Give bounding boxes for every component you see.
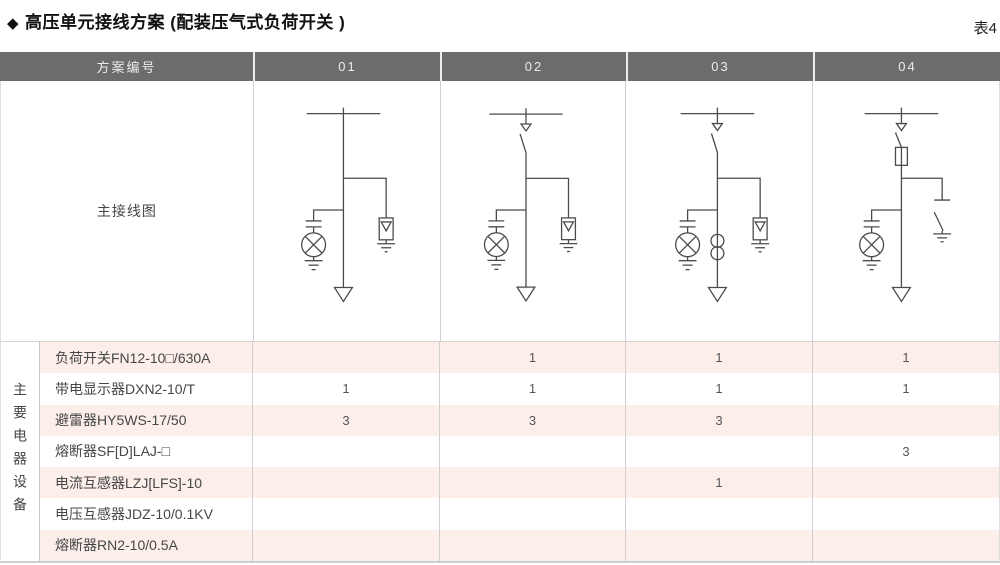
qty-cell: 1 — [625, 373, 812, 405]
busbar-symbol — [681, 107, 755, 115]
voltage-indicator-symbol — [675, 209, 718, 271]
equipment-name: 带电显示器DXN2-10/T — [55, 380, 196, 397]
table-row: 熔断器SF[D]LAJ-□ 3 — [40, 435, 999, 468]
table-row: 负荷开关FN12-10□/630A 1 1 1 — [40, 342, 999, 374]
cable-outgoing-arrow — [707, 286, 728, 303]
equipment-rows: 负荷开关FN12-10□/630A 1 1 1 带电显示器DXN2-10/T 1… — [40, 342, 999, 561]
cable-outgoing-arrow — [333, 286, 354, 303]
table-row: 避雷器HY5WS-17/50 3 3 3 — [40, 404, 999, 436]
fuse-symbol — [895, 146, 909, 166]
equipment-name: 电流互感器LZJ[LFS]-10 — [55, 474, 203, 491]
qty-cell — [625, 498, 812, 530]
voltage-indicator-symbol — [859, 209, 902, 271]
qty-cell — [439, 467, 625, 499]
equipment-name: 熔断器RN2-10/0.5A — [55, 537, 178, 554]
wiring-diagram-scheme-03 — [625, 81, 812, 341]
busbar-symbol — [306, 107, 380, 115]
qty-cell: 1 — [252, 373, 439, 405]
wiring-diagram-scheme-02 — [439, 81, 626, 341]
table-row: 带电显示器DXN2-10/T 1 1 1 1 — [40, 373, 999, 405]
qty-cell — [812, 404, 999, 436]
surge-arrester-symbol — [525, 177, 577, 253]
qty-cell — [252, 467, 439, 499]
equipment-name: 负荷开关FN12-10□/630A — [55, 349, 211, 366]
qty-cell: 1 — [812, 342, 999, 374]
qty-cell — [252, 435, 439, 468]
qty-cell — [252, 342, 439, 374]
qty-cell: 3 — [812, 435, 999, 468]
load-switch-symbol — [519, 114, 532, 153]
qty-cell: 1 — [439, 342, 625, 374]
qty-cell — [812, 467, 999, 499]
side-label: 主要电器设备 — [12, 382, 28, 521]
qty-cell: 1 — [812, 373, 999, 405]
header-cell-scheme-02: 02 — [440, 52, 626, 81]
qty-cell — [252, 498, 439, 530]
header-cell-scheme-03: 03 — [626, 52, 813, 81]
qty-cell — [625, 529, 812, 561]
page-title: 高压单元接线方案 (配装压气式负荷开关 ) — [25, 13, 346, 32]
cable-outgoing-arrow — [515, 286, 536, 303]
diagram-row-label: 主接线图 — [96, 203, 157, 219]
qty-cell — [439, 498, 625, 530]
diamond-bullet-icon: ◆ — [7, 15, 20, 32]
table-header-row: 方案编号 01 02 03 04 — [0, 52, 1000, 81]
table-row: 电压互感器JDZ-10/0.1KV — [40, 498, 999, 530]
qty-cell: 1 — [625, 342, 812, 374]
voltage-indicator-symbol — [483, 209, 526, 270]
equipment-name: 电压互感器JDZ-10/0.1KV — [55, 505, 213, 522]
voltage-indicator-symbol — [300, 209, 344, 271]
current-transformer-symbol — [710, 233, 725, 261]
surge-arrester-symbol — [343, 177, 395, 253]
header-cell-scheme-01: 01 — [253, 52, 440, 81]
table-row: 电流互感器LZJ[LFS]-10 1 — [40, 467, 999, 499]
main-wiring-diagram-row: 主接线图 — [1, 81, 999, 341]
busbar-symbol — [864, 107, 939, 115]
qty-cell: 3 — [625, 404, 812, 436]
table-row: 熔断器RN2-10/0.5A — [40, 529, 999, 561]
table-body: 主接线图 — [0, 81, 1000, 563]
wiring-diagram-scheme-01 — [252, 81, 440, 341]
qty-cell: 1 — [439, 373, 625, 405]
qty-cell — [812, 498, 999, 530]
surge-arrester-symbol — [717, 177, 770, 253]
busbar-symbol — [488, 108, 563, 115]
qty-cell — [252, 529, 439, 561]
load-switch-symbol — [895, 113, 908, 148]
table-number-label: 表4 — [973, 20, 997, 37]
cable-outgoing-arrow — [891, 286, 912, 303]
qty-cell: 1 — [625, 467, 812, 499]
equipment-table: 主要电器设备 负荷开关FN12-10□/630A 1 1 1 带电显示器DXN2… — [1, 341, 999, 561]
load-switch-symbol — [711, 113, 725, 153]
qty-cell: 3 — [439, 404, 625, 436]
qty-cell — [439, 529, 625, 561]
page-title-block: ◆ 高压单元接线方案 (配装压气式负荷开关 ) — [7, 8, 345, 33]
qty-cell: 3 — [252, 404, 439, 436]
title-bar: ◆ 高压单元接线方案 (配装压气式负荷开关 ) 表4 — [0, 0, 1000, 52]
qty-cell — [625, 435, 812, 468]
equipment-name: 熔断器SF[D]LAJ-□ — [55, 443, 171, 460]
side-label-cell: 主要电器设备 — [1, 342, 40, 561]
wiring-diagram-scheme-04 — [812, 81, 999, 341]
header-cell-scheme-label: 方案编号 — [96, 60, 157, 75]
equipment-name: 避雷器HY5WS-17/50 — [55, 412, 187, 429]
qty-cell — [812, 529, 999, 561]
header-cell-scheme-04: 04 — [813, 52, 1000, 81]
qty-cell — [439, 435, 625, 468]
earthing-switch-symbol — [901, 177, 952, 243]
